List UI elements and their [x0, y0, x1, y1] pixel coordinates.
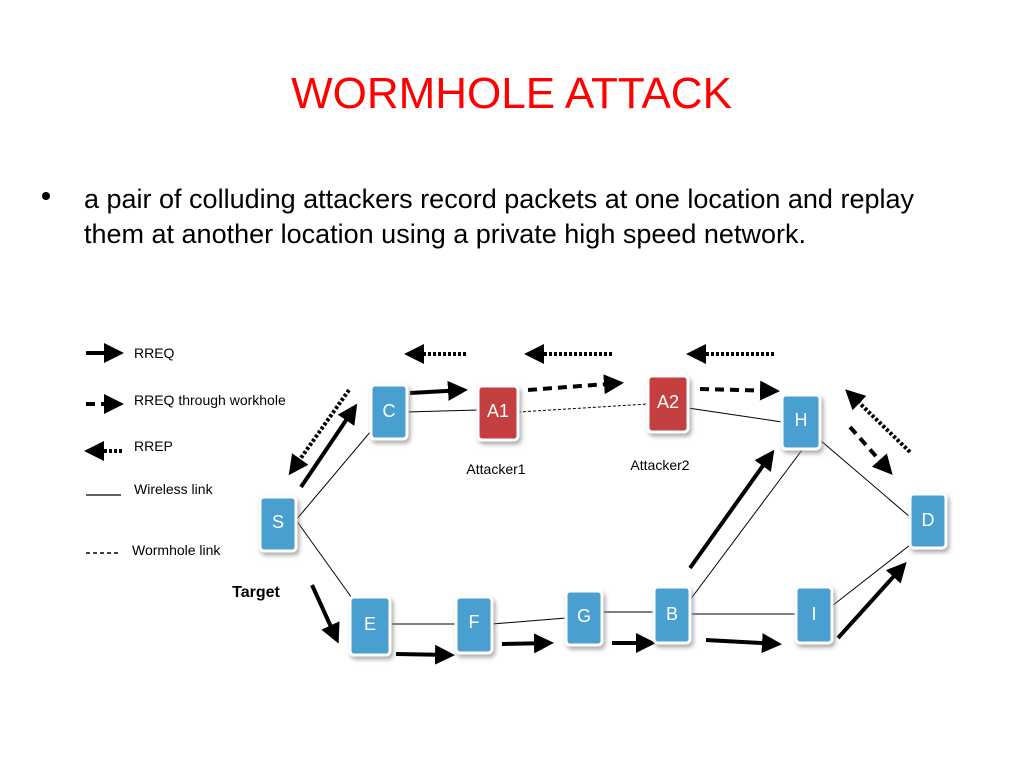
legend-rreq-label: RREQ — [134, 345, 175, 361]
rrep-arrow-c-s — [288, 388, 351, 476]
link-i-d — [831, 544, 911, 607]
legend: RREQ RREQ through workhole RREP Wireless… — [84, 343, 286, 558]
node-i: I — [794, 585, 834, 645]
node-i-label: I — [811, 604, 816, 624]
legend-rreq-wormhole-label: RREQ through workhole — [134, 392, 286, 408]
wormhole-link — [517, 403, 649, 413]
bullet-dot — [42, 192, 50, 200]
link-b-h — [689, 449, 803, 601]
node-e: E — [348, 595, 392, 657]
rrep-arrows — [288, 344, 912, 476]
node-b: B — [652, 585, 692, 645]
link-c-a1 — [405, 409, 479, 413]
node-e-label: E — [364, 614, 376, 634]
rreq-arrow-b-h — [688, 449, 775, 570]
rreq-arrow-s-c — [299, 403, 358, 489]
legend-wormhole-label: Wormhole link — [132, 542, 221, 558]
node-g-label: G — [577, 606, 591, 626]
attacker1-caption: Attacker1 — [466, 461, 525, 477]
node-g: G — [564, 589, 604, 647]
bullet-text: a pair of colluding attackers record pac… — [84, 184, 914, 249]
legend-wireless-label: Wireless link — [134, 481, 214, 497]
node-d-label: D — [922, 510, 935, 530]
node-d: D — [908, 492, 948, 550]
node-f-label: F — [469, 612, 480, 632]
link-a2-h — [687, 407, 783, 423]
rreq-wormhole-arrow-h-d — [848, 425, 893, 475]
node-a2: A2 — [646, 374, 690, 434]
node-a2-label: A2 — [657, 392, 679, 412]
slide-title: WORMHOLE ATTACK — [291, 69, 732, 118]
link-f-g — [491, 617, 567, 625]
rrep-arrow-d-h — [845, 389, 912, 454]
target-caption: Target — [232, 584, 280, 601]
attacker2-caption: Attacker2 — [630, 457, 689, 473]
node-f: F — [454, 595, 494, 655]
rreq-arrow-f-g — [501, 633, 554, 654]
wireless-links — [295, 407, 911, 625]
rreq-wormhole-arrow-a1-a2 — [527, 374, 624, 395]
rreq-arrow-c-a1 — [409, 380, 468, 401]
legend-rrep-label: RREP — [134, 438, 173, 454]
node-s: S — [258, 495, 298, 553]
bullet-item: a pair of colluding attackers record pac… — [42, 182, 962, 252]
node-h-label: H — [795, 410, 808, 430]
rreq-arrow-s-e — [310, 584, 340, 644]
rreq-arrow-i-d — [836, 562, 907, 640]
node-h: H — [780, 393, 822, 451]
node-c-label: C — [383, 401, 396, 421]
node-c: C — [369, 383, 409, 441]
node-a1-label: A1 — [487, 401, 509, 421]
node-a1: A1 — [476, 384, 520, 442]
node-s-label: S — [272, 512, 284, 532]
rreq-wormhole-arrow-a2-h — [699, 380, 780, 401]
rreq-arrow-e-f — [395, 644, 455, 665]
node-b-label: B — [666, 604, 678, 624]
rreq-arrow-b-i — [705, 633, 782, 654]
rreq-wormhole-arrows — [527, 374, 893, 475]
link-h-d — [819, 439, 911, 518]
link-s-c — [295, 417, 383, 521]
rreq-arrows — [299, 380, 907, 665]
